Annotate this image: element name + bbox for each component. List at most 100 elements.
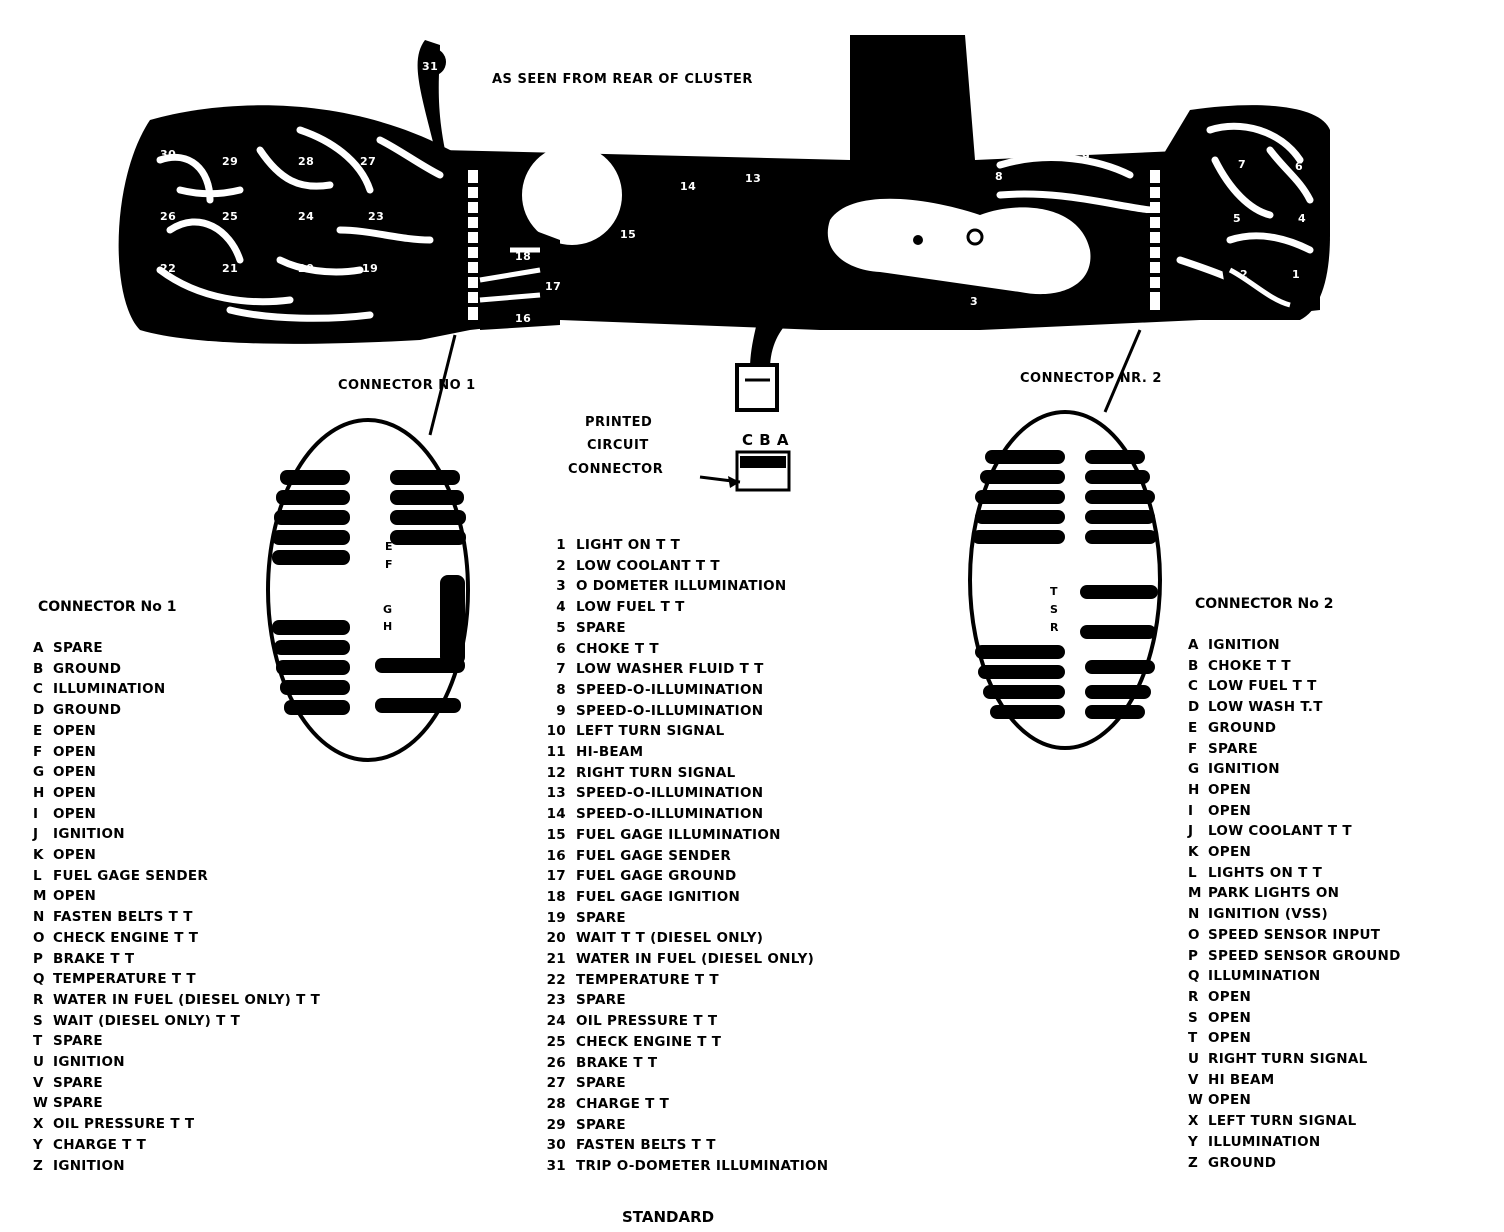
connector2-pin-t: T bbox=[1050, 585, 1059, 598]
item-key: 16 bbox=[546, 847, 566, 864]
item-label: TRIP O-DOMETER ILLUMINATION bbox=[576, 1158, 829, 1175]
right-connector-strip bbox=[1150, 170, 1160, 310]
item-key: 8 bbox=[556, 681, 566, 698]
item-key: F bbox=[33, 743, 43, 760]
item-label: WATER IN FUEL (DIESEL ONLY) T T bbox=[53, 991, 321, 1008]
cluster-number: 24 bbox=[298, 210, 315, 223]
item-key: 2 bbox=[556, 557, 566, 574]
connector1-contacts bbox=[272, 470, 466, 715]
item-label: SPARE bbox=[576, 1116, 626, 1133]
item-label: SPARE bbox=[1208, 740, 1258, 757]
item-label: OPEN bbox=[53, 743, 97, 760]
pcc-pin-strip bbox=[740, 456, 786, 468]
item-key: S bbox=[1188, 1009, 1199, 1026]
cluster-number: 17 bbox=[545, 280, 562, 293]
item-key: R bbox=[1188, 988, 1199, 1005]
item-label: BRAKE T T bbox=[53, 950, 135, 967]
cluster-number: 27 bbox=[360, 155, 377, 168]
item-label: CHOKE T T bbox=[1208, 657, 1291, 674]
tach-hub bbox=[913, 235, 923, 245]
cluster-number: 21 bbox=[222, 262, 239, 275]
item-label: CHECK ENGINE T T bbox=[53, 929, 199, 946]
tachometer-hole bbox=[827, 198, 1091, 295]
list-item: 7 LOW WASHER FLUID T T bbox=[540, 659, 828, 680]
connector1-pin-e: E bbox=[385, 540, 394, 553]
item-label: SPARE bbox=[53, 1074, 103, 1091]
item-key: 29 bbox=[546, 1116, 566, 1133]
list-item: F OPEN bbox=[33, 742, 320, 763]
item-key: 5 bbox=[556, 619, 566, 636]
item-key: 17 bbox=[546, 868, 566, 885]
item-key: G bbox=[33, 764, 45, 781]
item-label: SPARE bbox=[53, 1095, 103, 1112]
item-key: 7 bbox=[556, 661, 566, 678]
item-label: OPEN bbox=[53, 722, 97, 739]
item-key: O bbox=[33, 929, 45, 946]
item-label: SPEED-O-ILLUMINATION bbox=[576, 785, 764, 802]
item-key: Z bbox=[33, 1157, 44, 1174]
item-key: 30 bbox=[546, 1137, 566, 1154]
item-key: D bbox=[33, 702, 45, 719]
item-key: B bbox=[1188, 657, 1199, 674]
list-item: 31 TRIP O-DOMETER ILLUMINATION bbox=[540, 1156, 828, 1177]
cluster-number: 30 bbox=[160, 148, 177, 161]
item-key: 3 bbox=[556, 578, 566, 595]
item-key: C bbox=[1188, 678, 1199, 695]
item-key: 10 bbox=[546, 723, 566, 740]
cluster-number: 7 bbox=[1238, 158, 1247, 171]
item-key: W bbox=[1188, 1092, 1204, 1109]
item-label: LOW WASH T.T bbox=[1208, 699, 1323, 716]
item-label: OPEN bbox=[53, 784, 97, 801]
item-key: H bbox=[1188, 781, 1200, 798]
item-key: Y bbox=[1188, 1133, 1199, 1150]
cluster-number: 18 bbox=[515, 250, 532, 263]
item-key: I bbox=[33, 805, 39, 822]
item-key: D bbox=[1188, 699, 1200, 716]
item-key: 14 bbox=[546, 806, 566, 823]
item-label: SPARE bbox=[576, 1075, 626, 1092]
item-key: 22 bbox=[546, 971, 566, 988]
item-label: SPEED SENSOR INPUT bbox=[1208, 926, 1381, 943]
item-key: 13 bbox=[546, 785, 566, 802]
item-key: V bbox=[33, 1074, 44, 1091]
item-label: FUEL GAGE SENDER bbox=[576, 847, 732, 864]
item-label: RIGHT TURN SIGNAL bbox=[1208, 1051, 1368, 1068]
list-item: 29 SPARE bbox=[540, 1115, 828, 1136]
item-key: 31 bbox=[546, 1158, 566, 1175]
printed-circuit-label-1: PRINTED bbox=[585, 415, 653, 430]
item-key: P bbox=[1188, 947, 1199, 964]
item-label: CHECK ENGINE T T bbox=[576, 1033, 722, 1050]
list-item: 16 FUEL GAGE SENDER bbox=[540, 846, 828, 867]
item-label: LOW WASHER FLUID T T bbox=[576, 661, 764, 678]
item-key: Y bbox=[33, 1136, 44, 1153]
item-key: W bbox=[33, 1095, 49, 1112]
item-label: OPEN bbox=[1208, 844, 1252, 861]
